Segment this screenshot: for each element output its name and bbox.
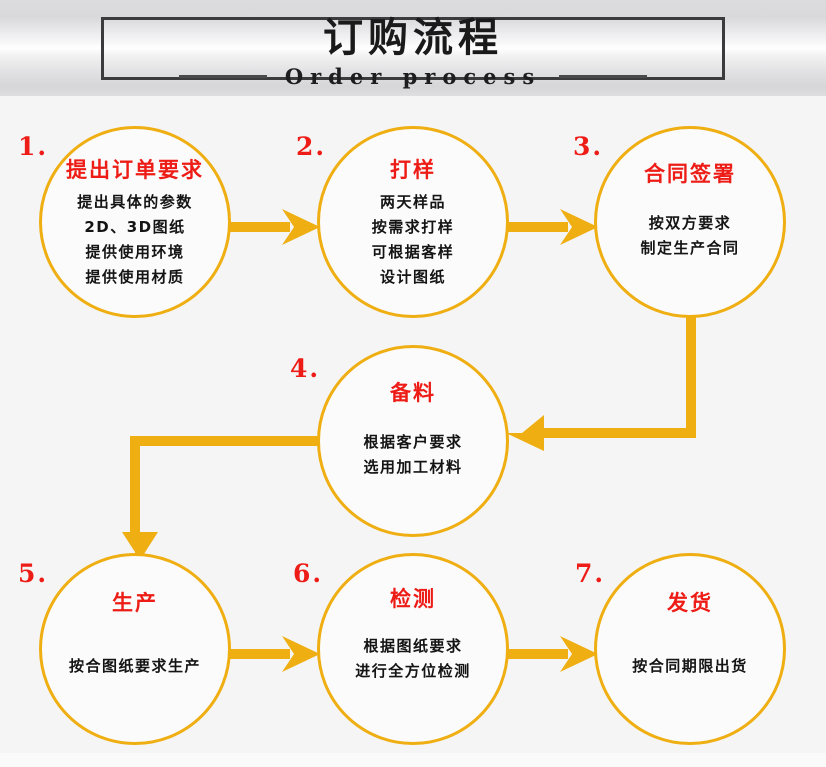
step-node-4[interactable]: 备料 根据客户要求 选用加工材料 (317, 345, 509, 537)
step-lines-4: 根据客户要求 选用加工材料 (363, 430, 462, 480)
step-index-5: 5. (18, 559, 49, 588)
step-title-7: 发货 (667, 591, 713, 615)
footer-strip (0, 753, 826, 767)
step-line: 提出具体的参数 (77, 193, 193, 211)
page-title: 订购流程 (323, 15, 503, 61)
step-index-6: 6. (293, 559, 324, 588)
step-line: 根据图纸要求 (363, 637, 463, 655)
step-line: 提供使用环境 (85, 243, 185, 261)
step-lines-1: 提出具体的参数 2D、3D图纸 提供使用环境 提供使用材质 (77, 190, 193, 290)
header-frame (101, 17, 725, 80)
step-title-1: 提出订单要求 (66, 158, 204, 182)
step-index-2: 2. (296, 132, 327, 161)
step-title-4: 备料 (390, 381, 436, 405)
subtitle-rule-right (559, 75, 648, 78)
arrow-step5-to-step6 (228, 636, 320, 672)
step-line: 提供使用材质 (85, 268, 185, 286)
step-line: 按合同期限出货 (632, 657, 748, 675)
page-subtitle: Order process (284, 64, 542, 89)
step-index-7: 7. (575, 559, 606, 588)
step-node-5[interactable]: 生产 按合图纸要求生产 (39, 553, 231, 745)
step-line: 两天样品 (379, 193, 446, 211)
flow-diagram: 1. 提出订单要求 提出具体的参数 2D、3D图纸 提供使用环境 提供使用材质 … (0, 96, 826, 767)
step-index-4: 4. (290, 354, 321, 383)
step-node-7[interactable]: 发货 按合同期限出货 (594, 553, 786, 745)
subtitle-row: Order process (0, 64, 826, 89)
step-title-2: 打样 (390, 158, 436, 182)
step-lines-7: 按合同期限出货 (632, 654, 748, 679)
step-line: 进行全方位检测 (355, 662, 471, 680)
step-title-6: 检测 (390, 587, 436, 611)
step-index-3: 3. (573, 132, 604, 161)
step-line: 选用加工材料 (363, 458, 463, 476)
arrow-step1-to-step2 (228, 209, 320, 245)
step-line: 按需求打样 (371, 218, 455, 236)
step-lines-5: 按合图纸要求生产 (69, 654, 201, 679)
step-node-3[interactable]: 合同签署 按双方要求 制定生产合同 (594, 126, 786, 318)
arrow-step4-to-step5 (120, 436, 326, 568)
header-band: 订购流程 Order process (0, 0, 826, 96)
step-node-6[interactable]: 检测 根据图纸要求 进行全方位检测 (317, 553, 509, 745)
arrow-step6-to-step7 (506, 636, 598, 672)
subtitle-rule-left (178, 75, 267, 78)
step-title-5: 生产 (112, 591, 158, 615)
step-line: 按合图纸要求生产 (68, 657, 201, 675)
step-line: 制定生产合同 (640, 239, 740, 257)
arrow-step3-to-step4 (500, 314, 706, 451)
step-node-1[interactable]: 提出订单要求 提出具体的参数 2D、3D图纸 提供使用环境 提供使用材质 (39, 126, 231, 318)
step-title-3: 合同签署 (644, 162, 736, 186)
step-lines-6: 根据图纸要求 进行全方位检测 (355, 634, 471, 684)
step-line: 2D、3D图纸 (84, 218, 186, 236)
step-lines-3: 按双方要求 制定生产合同 (640, 211, 739, 261)
arrow-step2-to-step3 (506, 209, 598, 245)
step-line: 设计图纸 (379, 268, 446, 286)
step-node-2[interactable]: 打样 两天样品 按需求打样 可根据客样 设计图纸 (317, 126, 509, 318)
step-index-1: 1. (18, 132, 49, 161)
step-lines-2: 两天样品 按需求打样 可根据客样 设计图纸 (372, 190, 455, 290)
step-line: 按双方要求 (648, 214, 732, 232)
step-line: 可根据客样 (371, 243, 455, 261)
step-line: 根据客户要求 (363, 433, 463, 451)
